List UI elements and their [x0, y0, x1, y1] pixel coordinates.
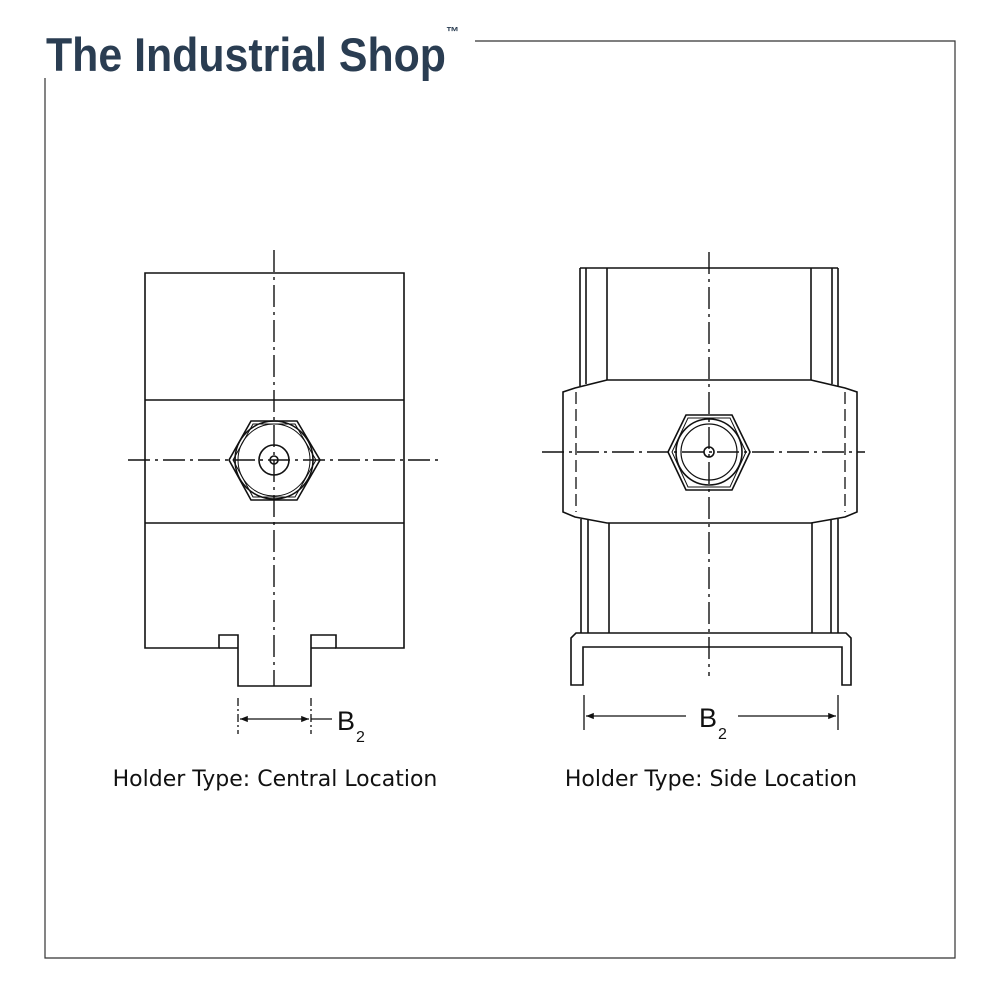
side-rails-upper: [579, 268, 839, 386]
brand-name: The Industrial Shop: [46, 28, 446, 81]
page-frame: [44, 40, 956, 959]
hidden-lines: [575, 392, 846, 512]
central-location-holder-drawing: [128, 250, 442, 734]
side-location-holder-drawing: [542, 252, 865, 730]
diagram-caption: Holder Type: Side Location: [565, 767, 857, 792]
diagram-caption: Holder Type: Central Location: [113, 767, 438, 792]
dimension-label: B: [699, 703, 717, 733]
dimension-b2: [237, 698, 332, 734]
dimension-subscript: 2: [718, 726, 727, 743]
center-lines: [128, 250, 442, 686]
clamp-band: [562, 379, 858, 524]
brand-logo: The Industrial Shop ™: [46, 24, 459, 81]
side-rails-lower: [580, 519, 839, 633]
dimension-b2: [583, 695, 839, 730]
center-lines: [542, 252, 865, 676]
dimension-subscript: 2: [356, 729, 365, 746]
trademark-symbol: ™: [446, 24, 459, 39]
dimension-label: B: [337, 706, 355, 736]
u-bracket: [570, 632, 852, 686]
